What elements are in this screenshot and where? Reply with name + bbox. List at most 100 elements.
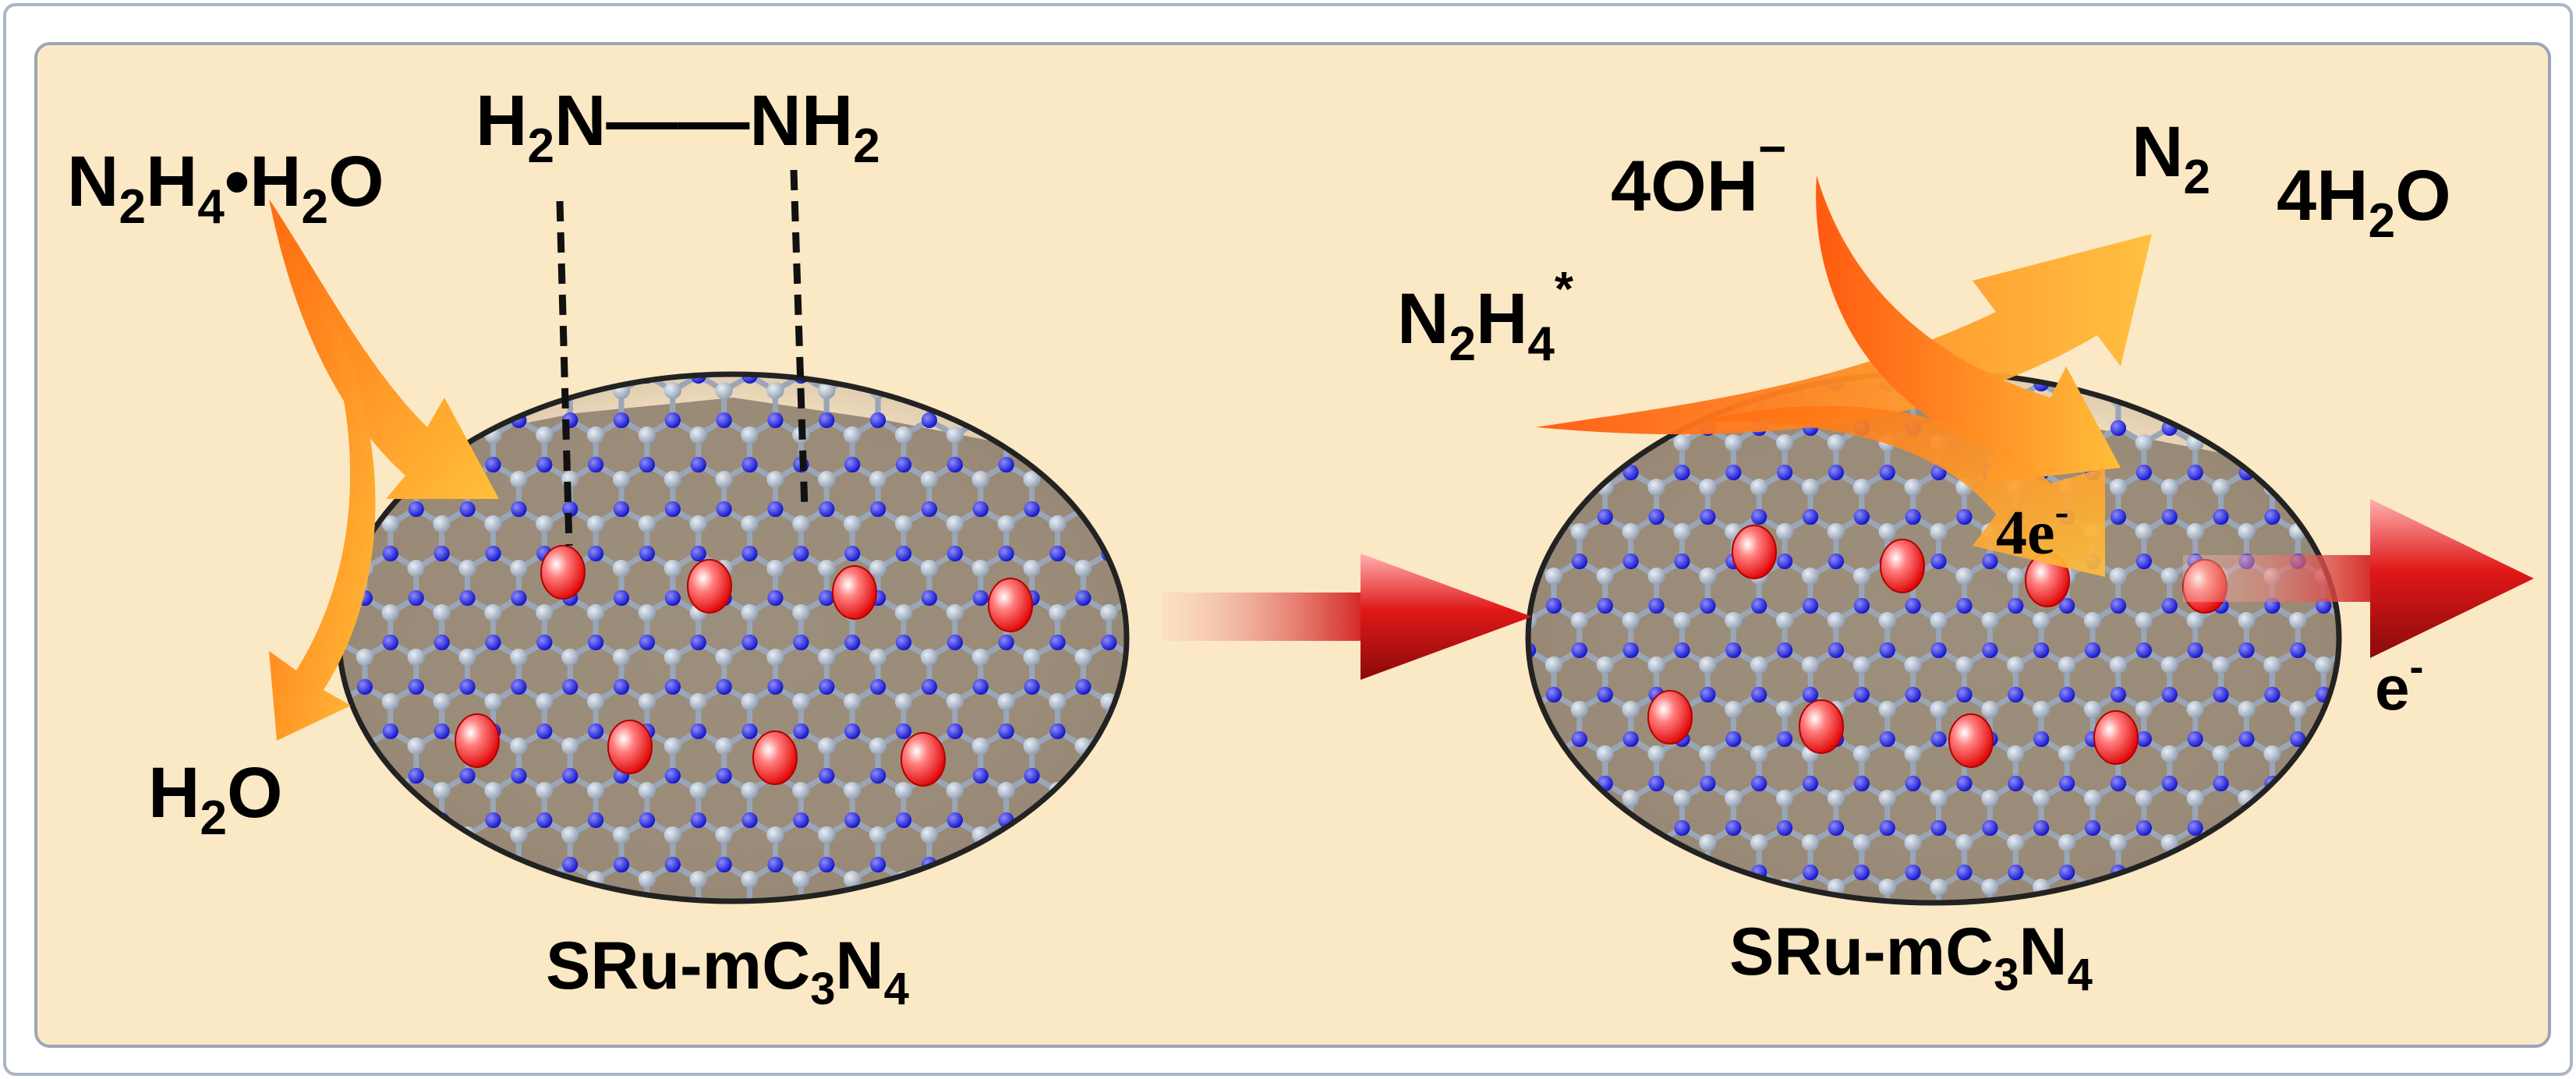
nitrogen-atom [793,546,809,561]
nitrogen-atom [1622,465,1639,480]
carbon-atom [561,826,579,844]
nitrogen-product-label: N2 [2132,112,2210,204]
nitrogen-atom [1802,687,1818,702]
nitrogen-atom [870,501,886,517]
carbon-atom [1750,834,1768,851]
carbon-atom [920,560,938,577]
nitrogen-atom [1024,768,1040,784]
carbon-atom [510,738,528,755]
nitrogen-atom [793,635,809,650]
nitrogen-atom [1905,509,1921,525]
carbon-atom [2160,834,2178,851]
carbon-atom [484,515,502,532]
carbon-atom [2212,745,2230,762]
nitrogen-atom [2059,776,2075,791]
nitrogen-atom [947,635,963,650]
nitrogen-atom [844,723,861,739]
carbon-atom [1776,523,1794,540]
carbon-atom [2160,479,2178,496]
carbon-atom [1699,745,1717,762]
carbon-atom [1673,523,1691,540]
carbon-atom [1827,790,1845,807]
nitrogen-atom [2264,509,2281,525]
nitrogen-atom [2290,642,2306,658]
nitrogen-atom [741,457,758,472]
carbon-atom [458,560,476,577]
nitrogen-atom [2187,642,2203,658]
carbon-atom [1852,834,1870,851]
carbon-atom [1725,434,1743,451]
carbon-atom [715,382,733,399]
nitrogen-atom [819,590,835,606]
carbon-atom [869,649,887,666]
nitrogen-atom [1828,465,1844,480]
nitrogen-atom [716,679,732,695]
carbon-atom [2007,834,2025,851]
nitrogen-atom [1777,554,1793,569]
nitrogen-atom [664,501,681,517]
nitrogen-atom [819,857,835,872]
carbon-atom [1801,656,1819,674]
carbon-atom [536,693,554,710]
nitrogen-atom [1528,642,1536,658]
nitrogen-atom [639,457,655,472]
carbon-atom [1545,656,1562,674]
carbon-atom [1528,612,1537,629]
nitrogen-atom [588,723,604,739]
nitrogen-atom [459,679,476,695]
carbon-atom [510,471,528,488]
nitrogen-atom [664,857,681,872]
nitrogen-atom [1879,731,1895,747]
carbon-atom [1930,790,1948,807]
ruthenium-sites [455,545,1033,787]
carbon-atom [2186,790,2204,807]
carbon-atom [1622,523,1640,540]
carbon-atom [1622,790,1640,807]
carbon-atom [2007,656,2025,674]
nitrogen-atom [1802,598,1818,614]
nitrogen-atom [793,812,809,828]
carbon-atom [2212,656,2230,674]
carbon-atom [1699,834,1717,851]
nitrogen-atom [767,590,784,606]
carbon-atom [844,693,862,710]
carbon-atom [792,871,810,888]
nitrogen-atom [1802,509,1818,525]
nitrogen-atom [1597,598,1613,614]
carbon-atom [818,738,836,755]
nitrogen-atom [2135,731,2152,747]
carbon-atom [1930,701,1948,718]
four-electron-label: 4e- [1996,488,2069,568]
carbon-atom [1852,745,1870,762]
carbon-atom [484,604,502,621]
nitrogen-atom [819,412,835,428]
carbon-atom [1570,612,1588,629]
nitrogen-atom [1956,687,1973,702]
carbon-atom [561,649,579,666]
nitrogen-atom [2110,598,2126,614]
nitrogen-atom [536,723,553,739]
carbon-atom [1023,560,1041,577]
nitrogen-atom [1700,687,1716,702]
nitrogen-atom [1725,465,1742,480]
nitrogen-atom [1648,509,1665,525]
carbon-atom [1904,745,1922,762]
nitrogen-atom [741,546,758,561]
carbon-atom [1570,523,1588,540]
nitrogen-atom [1049,635,1066,650]
nitrogen-atom [1674,554,1690,569]
nitrogen-atom [2084,642,2100,658]
carbon-atom [484,782,502,799]
carbon-atom [1827,612,1845,629]
carbon-atom [946,604,964,621]
nitrogen-atom [485,812,501,828]
carbon-atom [766,471,784,488]
carbon-atom [510,560,528,577]
carbon-atom [741,604,759,621]
carbon-atom [1596,656,1614,674]
nitrogen-atom [1930,820,1947,836]
hydrazine-structure-label: H2N——NH2 [476,81,880,173]
carbon-atom [1955,834,1973,851]
nitrogen-atom [1700,509,1716,525]
carbon-atom [612,826,630,844]
